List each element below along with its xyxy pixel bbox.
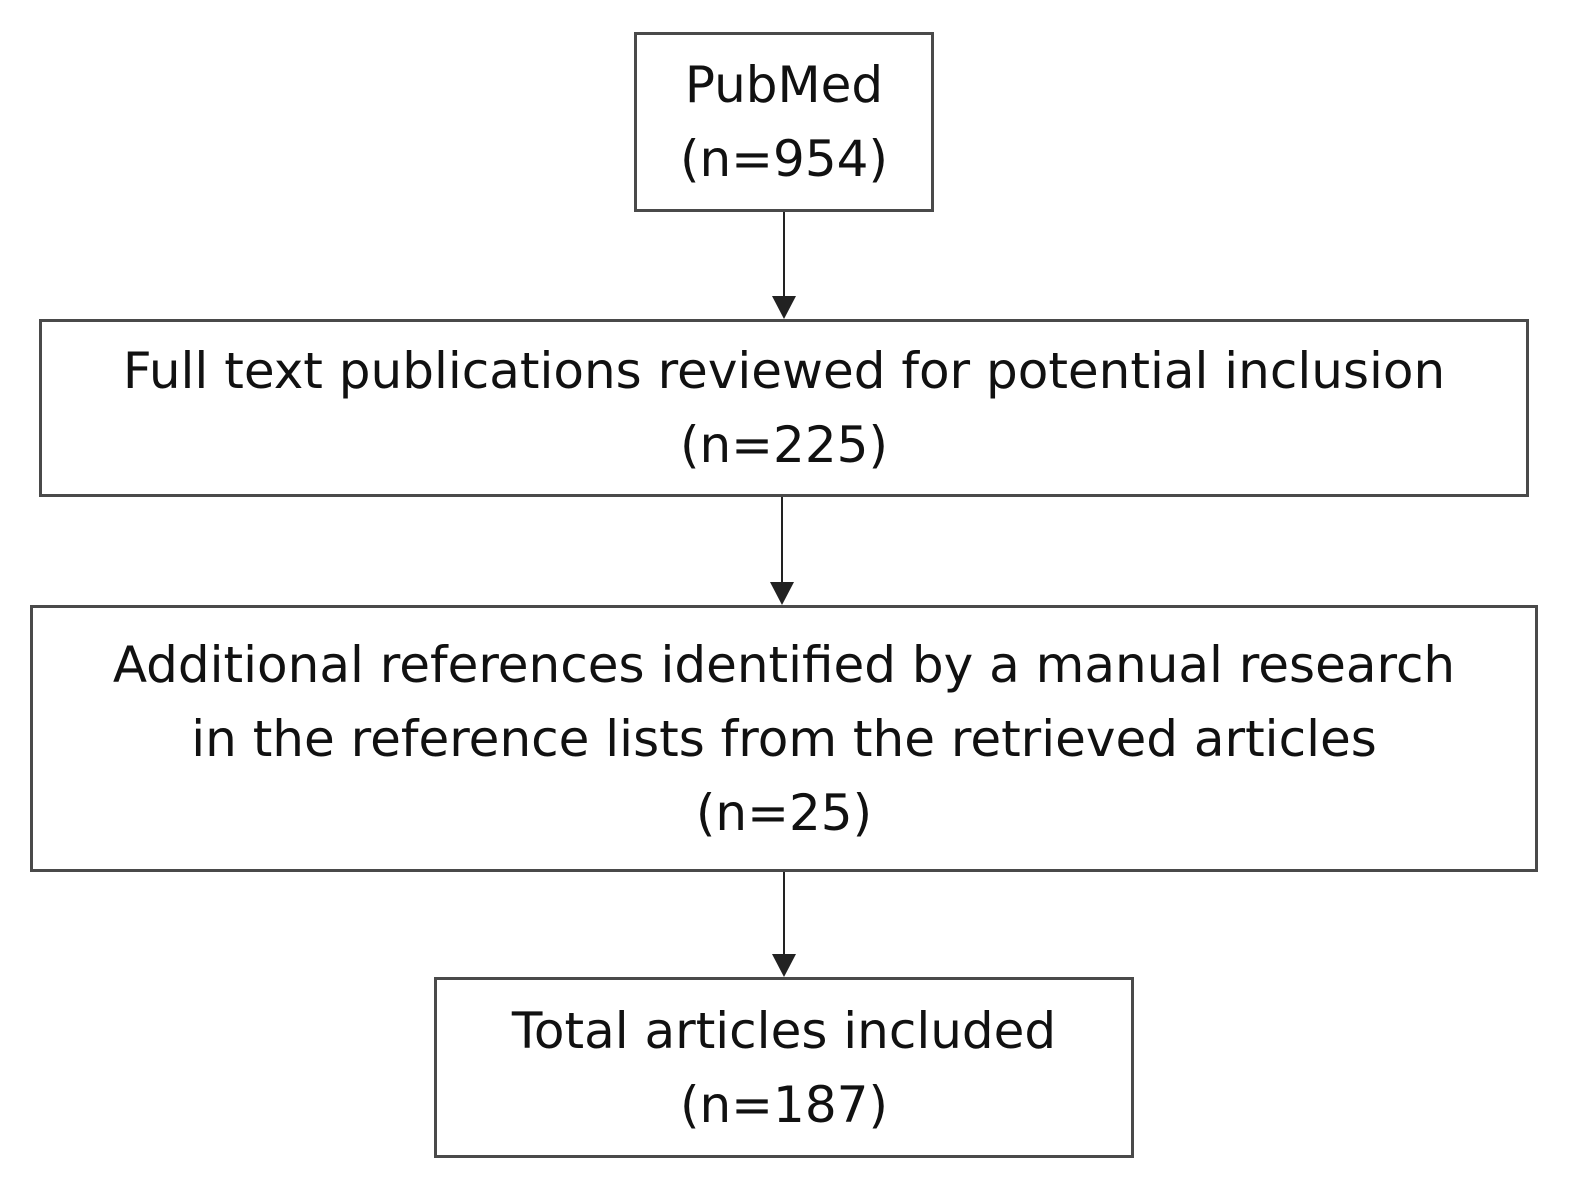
fulltext-review-box-count: (n=225) <box>679 416 889 474</box>
additional-references-box-title-line-1: Additional references identified by a ma… <box>112 635 1456 694</box>
total-articles-box-count: (n=187) <box>679 1075 889 1134</box>
fulltext-review-box: Full text publications reviewed for pote… <box>39 319 1529 497</box>
additional-references-box: Additional references identified by a ma… <box>30 605 1538 872</box>
pubmed-box-title: PubMed <box>684 56 884 114</box>
arrow-fulltext-to-additional <box>770 497 794 605</box>
additional-references-box-count: (n=25) <box>695 783 873 842</box>
additional-references-box-title-line-2: in the reference lists from the retrieve… <box>191 709 1377 768</box>
arrow-pubmed-to-fulltext <box>772 212 796 319</box>
arrow-additional-to-total <box>772 872 796 977</box>
pubmed-box-count: (n=954) <box>679 130 889 188</box>
total-articles-box: Total articles included (n=187) <box>434 977 1134 1158</box>
total-articles-box-title: Total articles included <box>511 1001 1057 1060</box>
fulltext-review-box-title: Full text publications reviewed for pote… <box>122 342 1446 400</box>
pubmed-box: PubMed (n=954) <box>634 32 934 212</box>
